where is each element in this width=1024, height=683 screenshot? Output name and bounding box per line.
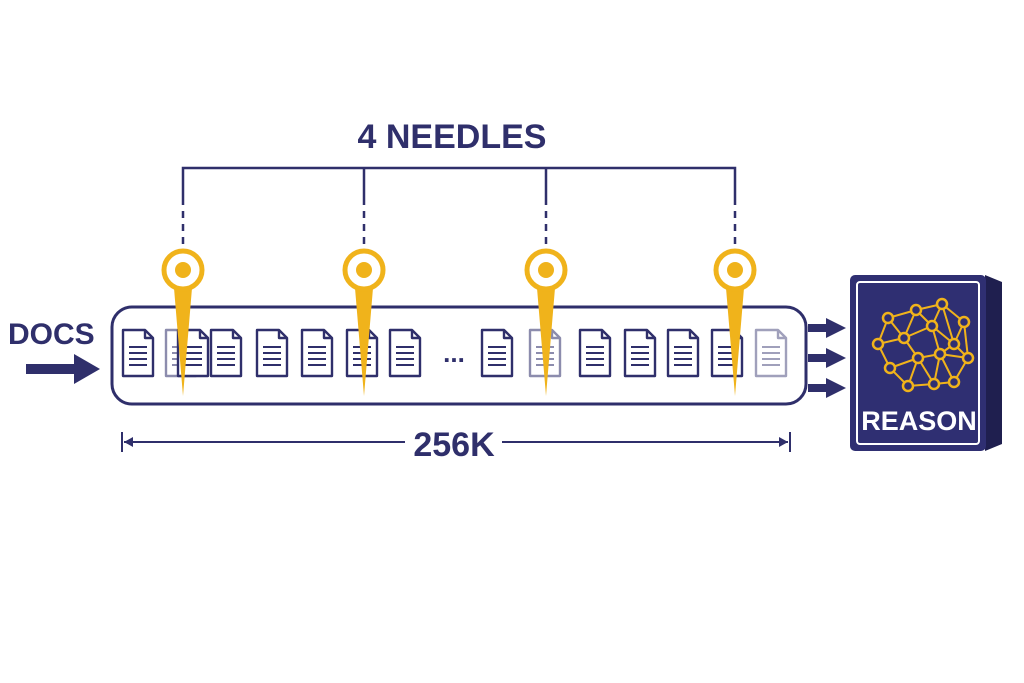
reason-box: REASON — [850, 275, 1002, 451]
needle-bracket — [181, 166, 737, 198]
neural-network-nodes — [871, 297, 975, 393]
docs-label: DOCS — [8, 318, 95, 351]
diagram-title: 4 NEEDLES — [358, 118, 547, 156]
arrow-right-icon — [26, 354, 100, 384]
document-icon — [388, 328, 422, 378]
document-icon — [578, 328, 612, 378]
reason-label: REASON — [861, 406, 977, 436]
document-icon — [754, 328, 788, 378]
ellipsis: ... — [443, 338, 465, 368]
document-icon — [209, 328, 243, 378]
context-length-label: 256K — [413, 426, 495, 464]
document-icon — [666, 328, 700, 378]
document-icon — [623, 328, 657, 378]
document-icon — [255, 328, 289, 378]
document-icon — [480, 328, 514, 378]
output-arrows — [808, 318, 846, 398]
length-dimension-line — [121, 432, 791, 452]
document-icon — [300, 328, 334, 378]
document-icon — [121, 328, 155, 378]
needle-dashed-connectors — [181, 198, 737, 248]
